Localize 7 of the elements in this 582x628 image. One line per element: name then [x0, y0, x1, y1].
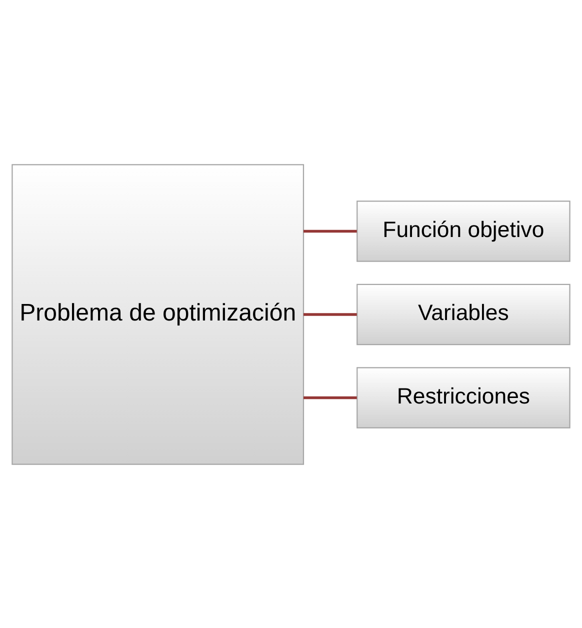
connector [304, 396, 357, 399]
node-box: Problema de optimización [12, 164, 304, 464]
node-box: Función objetivo [356, 200, 570, 262]
node-box: Restricciones [356, 366, 570, 428]
connector [304, 312, 357, 316]
connector [304, 229, 357, 232]
node-box: Variables [356, 283, 570, 345]
